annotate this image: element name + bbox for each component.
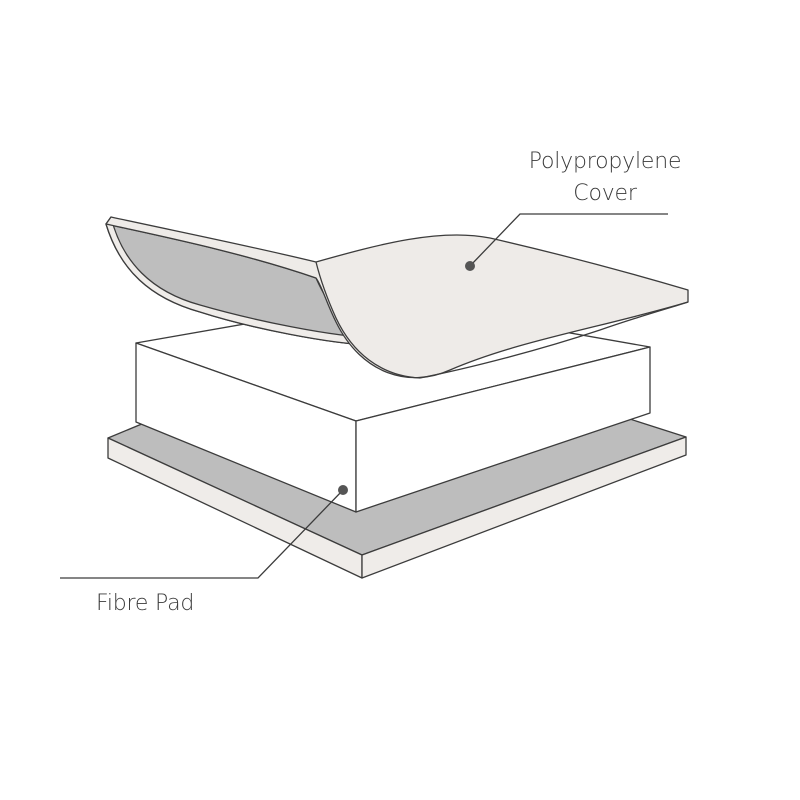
cover-leader-dot xyxy=(465,261,475,271)
fibre-leader-line xyxy=(60,489,344,579)
fibre-leader xyxy=(60,485,348,579)
cover-label-line1: Polypropylene xyxy=(528,149,682,174)
cover-curl-ridge xyxy=(315,261,421,379)
cover-label: Polypropylene Cover xyxy=(490,146,720,210)
cover-leader-line xyxy=(469,213,668,267)
cover-top xyxy=(105,216,689,379)
base-layer-right-edge xyxy=(361,436,687,579)
fibre-leader-dot xyxy=(338,485,348,495)
cover-front-edge xyxy=(419,301,689,379)
cover-sheet xyxy=(105,216,689,379)
cover-leader xyxy=(465,213,668,271)
fibre-pad-right-face xyxy=(355,346,651,513)
fibre-pad-label: Fibre Pad xyxy=(96,591,195,616)
cover-label-line2: Cover xyxy=(573,181,637,206)
